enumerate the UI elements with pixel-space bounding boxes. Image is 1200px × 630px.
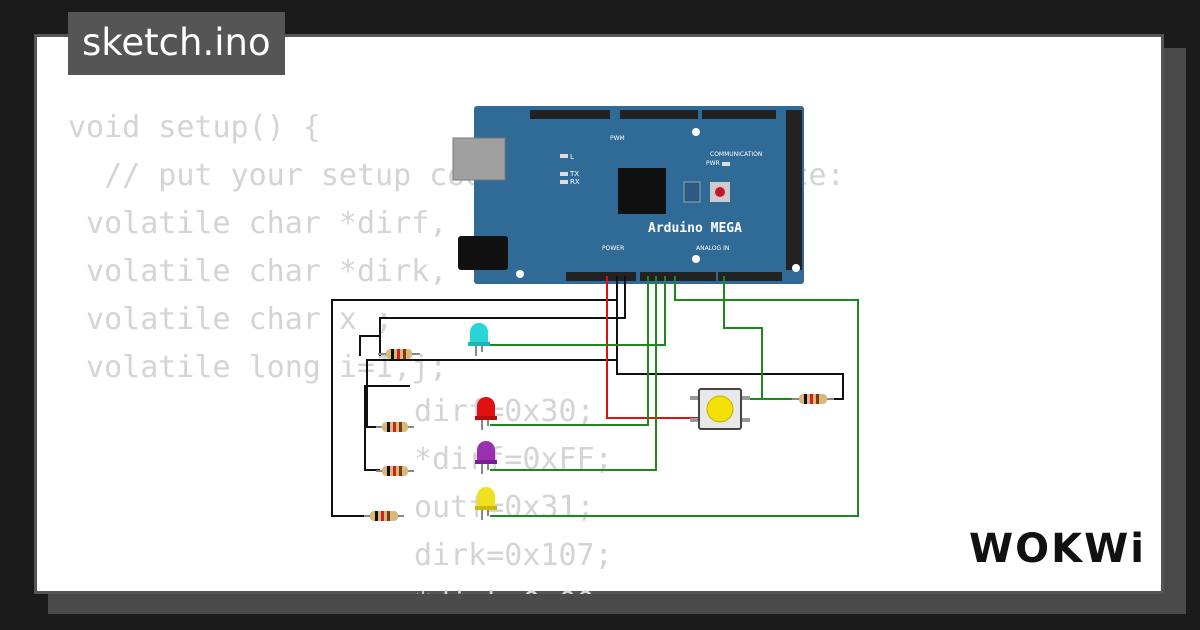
- card-shadow-bottom: [48, 594, 1186, 614]
- led-yellow[interactable]: [475, 487, 497, 520]
- wire-gnd: [359, 335, 380, 356]
- label-tx: TX: [569, 170, 579, 178]
- wire-a8: [723, 276, 763, 400]
- file-tab[interactable]: sketch.ino: [68, 12, 285, 75]
- led-l: [560, 154, 568, 158]
- label-rx: RX: [570, 178, 580, 186]
- wire-gnd: [366, 359, 617, 428]
- code-line: volatile char *dirk,: [68, 254, 448, 289]
- resistor[interactable]: [792, 394, 834, 404]
- wire-gnd: [331, 276, 618, 517]
- mount-hole: [692, 255, 700, 263]
- resistor[interactable]: [364, 511, 404, 521]
- wokwi-logo: WOKWi: [969, 526, 1146, 572]
- reset-button-cap: [715, 187, 725, 197]
- led-purple[interactable]: [475, 441, 497, 474]
- resistor[interactable]: [376, 422, 414, 432]
- label-communication: COMMUNICATION: [710, 151, 762, 158]
- led-red[interactable]: [475, 397, 497, 430]
- mount-hole: [792, 264, 800, 272]
- label-power: POWER: [602, 245, 624, 252]
- code-line: dirk=0x107;: [414, 538, 613, 573]
- header-analog-1: [640, 272, 716, 281]
- header-top-1: [530, 110, 610, 119]
- wire-a1: [490, 276, 649, 426]
- mount-hole: [692, 128, 700, 136]
- wire-gnd: [364, 385, 410, 471]
- arduino-mega-board[interactable]: L TX RX PWR PWM COMMUNICATION POWER ANAL…: [452, 106, 804, 284]
- header-right: [786, 110, 802, 270]
- wire-gnd: [616, 300, 844, 400]
- code-line: void setup() {: [68, 110, 321, 145]
- label-l: L: [570, 153, 574, 161]
- wire-a0: [484, 276, 666, 346]
- led-rx: [560, 180, 568, 184]
- label-analog-in: ANALOG IN: [696, 245, 729, 252]
- header-top-2: [620, 110, 698, 119]
- code-line: dirf=0x30;: [414, 394, 595, 429]
- wire-a3: [490, 276, 859, 517]
- wire-a2: [490, 276, 657, 471]
- usb-port: [452, 137, 506, 181]
- wires: [331, 276, 859, 517]
- pushbutton[interactable]: [690, 388, 750, 430]
- icsp-header: [683, 181, 701, 203]
- header-power: [566, 272, 636, 281]
- resistor[interactable]: [378, 349, 420, 359]
- wire-5v: [606, 276, 700, 419]
- code-line: volatile char *dirf,: [68, 206, 448, 241]
- power-jack: [458, 236, 508, 270]
- led-pwr: [722, 162, 730, 166]
- code-line: *dirf=0xFF;: [414, 442, 613, 477]
- led-tx: [560, 172, 568, 176]
- mcu-chip: [618, 168, 666, 214]
- code-line: volatile char x ;: [68, 302, 394, 337]
- header-top-3: [702, 110, 776, 119]
- label-pwm: PWM: [610, 135, 625, 142]
- header-analog-2: [718, 272, 782, 281]
- resistor[interactable]: [376, 466, 414, 476]
- code-line: volatile long i=1,j;: [68, 350, 448, 385]
- code-line: outf=0x31;: [414, 490, 595, 525]
- led-cyan[interactable]: [468, 323, 490, 356]
- label-pwr: PWR: [706, 160, 720, 167]
- board-name: Arduino MEGA: [648, 221, 742, 236]
- mount-hole: [516, 270, 524, 278]
